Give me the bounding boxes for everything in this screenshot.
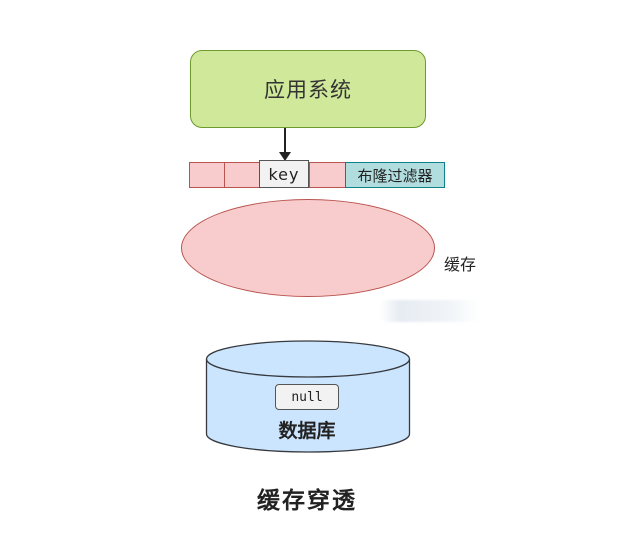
bloom-key-cell: key	[259, 160, 309, 188]
app-system-label: 应用系统	[264, 78, 352, 102]
null-value-box: null	[275, 384, 339, 410]
cache-ellipse	[181, 199, 435, 297]
arrow-line	[284, 128, 286, 154]
bloom-filter-label: 布隆过滤器	[345, 162, 445, 188]
database-cylinder-top	[205, 340, 411, 378]
bloom-bit-cell	[309, 162, 346, 188]
database-label: 数据库	[278, 420, 336, 442]
faint-smudge	[380, 300, 480, 322]
bloom-bit-cell	[189, 162, 225, 188]
cache-label: 缓存	[444, 255, 477, 274]
diagram-caption: 缓存穿透	[257, 487, 357, 514]
bloom-bit-cell	[224, 162, 260, 188]
app-system-box: 应用系统	[190, 50, 426, 128]
arrow-head	[279, 152, 291, 161]
